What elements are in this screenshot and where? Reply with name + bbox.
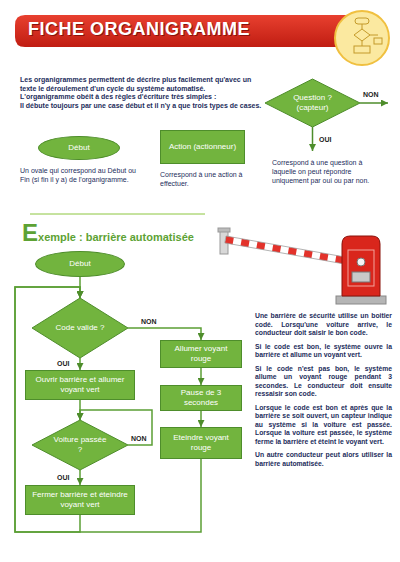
node-label: Eteindre voyant rouge	[164, 433, 238, 452]
node-label: Code valide ?	[51, 323, 109, 333]
text-group: Correspond à une question à laquelle on …	[272, 158, 384, 185]
node-text-holder: Action (actionneur)	[169, 142, 236, 152]
divider-line	[30, 214, 205, 215]
node-label: Action (actionneur)	[169, 142, 236, 152]
diamond-shape	[32, 420, 128, 470]
process-box: Pause de 3 secondes	[160, 385, 242, 411]
text-group: Un ovale qui correspond au Début ou Fin …	[20, 166, 145, 184]
text-group: Une barrière de sécurité utilise un boit…	[255, 312, 392, 473]
edge-label: OUI	[56, 473, 70, 482]
text-group: Les organigrammes permettent de décrire …	[20, 76, 262, 110]
node-label: Pause de 3 secondes	[164, 388, 238, 407]
intro-text: Il débute toujours par une case début et…	[20, 102, 262, 111]
text-group: OUI	[318, 136, 332, 143]
terminal-oval: Début	[35, 251, 125, 277]
explanation-text: Une barrière de sécurité utilise un boit…	[255, 312, 392, 338]
explanation-text: Lorsque le code est bon et après que la …	[255, 404, 392, 447]
oui-arrow	[312, 127, 314, 151]
node-text-holder: Fermer barrière et éteindre voyant vert	[29, 490, 131, 509]
flow-connector	[200, 411, 202, 427]
decision-diamond: Code valide ?	[32, 298, 128, 358]
decision-diamond: Question ? (capteur)	[265, 79, 360, 127]
flow-connector	[79, 470, 81, 485]
terminal-oval: Début	[38, 136, 120, 160]
explanation-text: Un autre conducteur peut alors utiliser …	[255, 451, 392, 468]
process-box: Fermer barrière et éteindre voyant vert	[25, 485, 135, 515]
node-label: Ouvrir barrière et allumer voyant vert	[29, 375, 131, 394]
shape-description: Un ovale qui correspond au Début ou Fin …	[20, 166, 145, 184]
node-text-holder: Ouvrir barrière et allumer voyant vert	[29, 375, 131, 394]
flowchart-icon	[335, 11, 389, 65]
flow-connector	[79, 358, 81, 370]
node-label: Voiture passée ?	[51, 435, 109, 454]
diamond-shape	[32, 298, 128, 358]
node-label: Début	[68, 143, 89, 153]
explanation-text: Si le code est bon, le système ouvre la …	[255, 343, 392, 360]
node-label: Allumer voyant rouge	[164, 344, 238, 363]
shape-description: Correspond à une question à laquelle on …	[272, 158, 384, 185]
non-arrow	[360, 102, 388, 104]
diamond-shape	[265, 79, 360, 127]
answer-label: NON	[362, 91, 380, 98]
decision-diamond: Voiture passée ?	[32, 420, 128, 470]
node-text-holder: Début	[69, 259, 90, 269]
intro-text: Les organigrammes permettent de décrire …	[20, 76, 262, 93]
process-box: Allumer voyant rouge	[160, 340, 242, 368]
shape-description: Correspond à une action à effectuer.	[160, 170, 252, 188]
node-label: Début	[69, 259, 90, 269]
flow-connector	[200, 368, 202, 385]
intro-text: L'organigramme obéit à des règles d'écri…	[20, 93, 262, 102]
node-text-holder: Voiture passée ?	[51, 435, 109, 454]
edge-label: NON	[140, 317, 158, 326]
barrier-illustration	[218, 228, 386, 304]
node-label: Fermer barrière et éteindre voyant vert	[29, 490, 131, 509]
section-heading: Exemple : barrière automatisée	[22, 219, 194, 247]
node-text-holder: Début	[68, 143, 89, 153]
process-box: Ouvrir barrière et allumer voyant vert	[25, 370, 135, 400]
process-box: Eteindre voyant rouge	[160, 427, 242, 459]
answer-label: OUI	[318, 136, 332, 143]
text-group: Correspond à une action à effectuer.	[160, 170, 252, 188]
node-text-holder: Pause de 3 secondes	[164, 388, 238, 407]
edge-label: NON	[130, 434, 148, 443]
node-text-holder: Code valide ?	[51, 323, 109, 333]
node-text-holder: Allumer voyant rouge	[164, 344, 238, 363]
explanation-text: Si le code n'est pas bon, le système all…	[255, 365, 392, 399]
flow-connector	[128, 328, 201, 340]
process-box: Action (actionneur)	[160, 130, 245, 164]
edge-label: OUI	[56, 359, 70, 368]
node-text-holder: Eteindre voyant rouge	[164, 433, 238, 452]
text-group: Exemple : barrière automatisée	[22, 219, 194, 247]
node-label: Question ? (capteur)	[284, 93, 341, 112]
page-title: FICHE ORGANIGRAMME	[28, 19, 250, 40]
text-group: NON	[362, 91, 380, 98]
node-text-holder: Question ? (capteur)	[284, 93, 341, 112]
title-band	[15, 15, 352, 47]
